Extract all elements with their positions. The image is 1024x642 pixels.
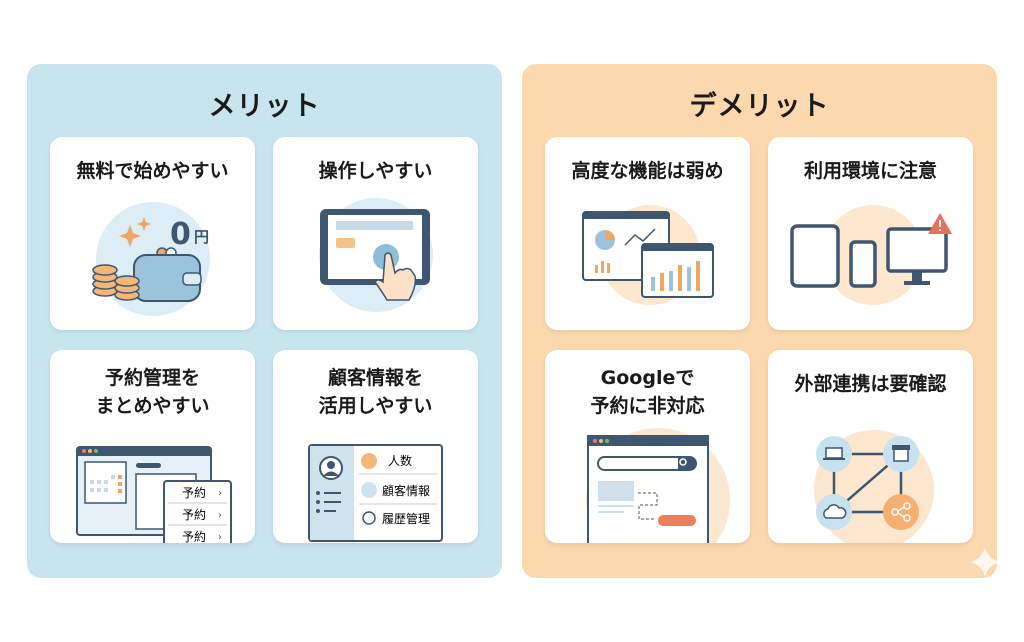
card-title: 利用環境に注意 bbox=[803, 160, 937, 182]
card-title: Googleで 予約に非対応 bbox=[545, 364, 750, 420]
merit-title: メリット bbox=[208, 91, 321, 122]
calendar-reservation-icon: 予約 予約 予約 › › › bbox=[76, 446, 232, 543]
devices-warning-icon bbox=[790, 205, 952, 305]
title-line: 顧客情報を bbox=[327, 367, 423, 389]
title-line: 予約管理を bbox=[104, 367, 200, 389]
svg-text:›: › bbox=[218, 488, 222, 499]
card-google-booking-unsupported: Googleで 予約に非対応 bbox=[545, 350, 750, 543]
card-title: 顧客情報を 活用しやすい bbox=[273, 364, 478, 420]
title-line: まとめやすい bbox=[95, 395, 210, 417]
reservation-item: 予約 bbox=[182, 485, 206, 500]
title-line: 活用しやすい bbox=[318, 395, 433, 417]
card-weak-advanced-features: 高度な機能は弱め bbox=[545, 137, 750, 330]
search-browser-icon bbox=[586, 428, 730, 543]
title-line: Googleで bbox=[600, 367, 695, 389]
card-title: 操作しやすい bbox=[318, 160, 433, 182]
card-free-start: 無料で始めやすい 0 円 bbox=[50, 137, 255, 330]
wallet-coins-icon: 0 円 bbox=[92, 202, 210, 316]
info-row-customer: 顧客情報 bbox=[382, 483, 430, 498]
reservation-item: 予約 bbox=[182, 507, 206, 522]
demerit-panel: デメリット 高度な機能は弱め 利用環境に注意 Googleで bbox=[522, 64, 997, 578]
card-environment-caution: 利用環境に注意 bbox=[768, 137, 973, 330]
svg-text:›: › bbox=[218, 510, 222, 521]
card-integration-check: 外部連携は要確認 bbox=[768, 350, 973, 543]
price-number: 0 bbox=[170, 217, 191, 252]
card-title: 高度な機能は弱め bbox=[571, 160, 724, 182]
card-customer-info: 顧客情報を 活用しやすい 人数 顧客情報 履歴管理 bbox=[273, 350, 478, 543]
info-row-history: 履歴管理 bbox=[382, 511, 430, 526]
demerit-title: デメリット bbox=[689, 91, 830, 122]
title-line: 予約に非対応 bbox=[590, 395, 705, 417]
card-title: 予約管理を まとめやすい bbox=[50, 364, 255, 420]
svg-text:›: › bbox=[218, 532, 222, 543]
price-unit: 円 bbox=[194, 228, 209, 246]
card-easy-operation: 操作しやすい bbox=[273, 137, 478, 330]
merit-panel: メリット 無料で始めやすい 0 円 操作しやすい bbox=[27, 64, 502, 578]
integration-network-icon bbox=[814, 430, 934, 543]
sparkle-icon bbox=[970, 547, 1000, 577]
card-reservation-management: 予約管理を まとめやすい 予約 予約 予約 › › › bbox=[50, 350, 255, 543]
card-title: 外部連携は要確認 bbox=[794, 373, 947, 395]
customer-profile-icon: 人数 顧客情報 履歴管理 bbox=[308, 444, 443, 542]
card-title: 無料で始めやすい bbox=[76, 160, 229, 182]
tablet-touch-icon bbox=[319, 198, 433, 312]
info-row-count: 人数 bbox=[388, 453, 412, 468]
reservation-item: 予約 bbox=[182, 529, 206, 543]
analytics-dashboard-icon bbox=[582, 205, 714, 305]
